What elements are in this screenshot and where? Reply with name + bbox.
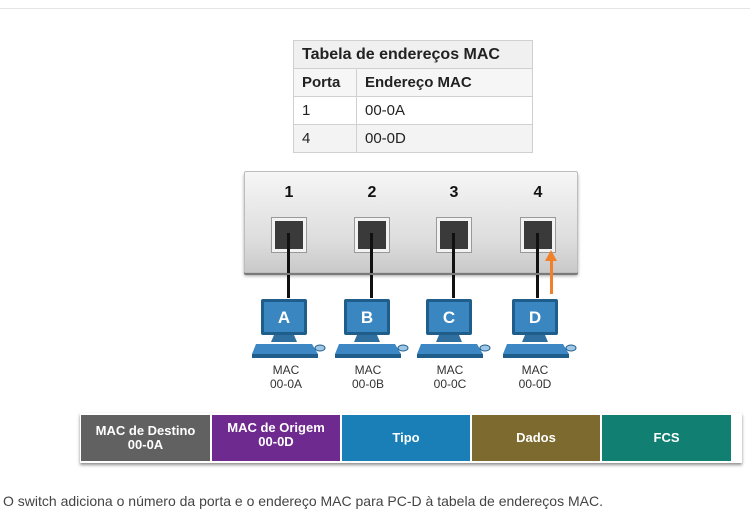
port-number-3: 3 <box>449 184 459 201</box>
computer-icon <box>335 299 409 358</box>
caption: O switch adiciona o número da porta e o … <box>3 493 603 509</box>
mac-value: 00-0D <box>518 377 552 391</box>
frame-field-destination-mac: MAC de Destino 00-0A <box>81 415 210 461</box>
pc-a: A <box>252 296 326 364</box>
cable-port-2-inner <box>370 233 373 273</box>
field-label: FCS <box>653 430 680 445</box>
field-value: 00-0D <box>258 434 294 449</box>
field-label: MAC de Origem <box>227 420 325 435</box>
mac-value: 00-0C <box>433 377 467 391</box>
frame-field-type: Tipo <box>342 415 470 461</box>
mac-value: 00-0B <box>351 377 385 391</box>
pc-letter: D <box>528 308 542 327</box>
field-label: Tipo <box>392 430 420 445</box>
mac-table-row: 4 00-0D <box>293 124 533 153</box>
mac-table-title: Tabela de endereços MAC <box>293 40 533 69</box>
pc-b-mac: MAC 00-0B <box>333 363 403 391</box>
mac-caption: MAC <box>521 363 549 377</box>
mac-table-mac-cell: 00-0D <box>356 124 533 153</box>
top-divider <box>0 8 750 9</box>
mac-address-table: Tabela de endereços MAC Porta Endereço M… <box>293 40 533 153</box>
pc-d-mac: MAC 00-0D <box>500 363 570 391</box>
pc-a-mac: MAC 00-0A <box>251 363 321 391</box>
field-label: Dados <box>516 430 556 445</box>
mac-table-row: 1 00-0A <box>293 96 533 125</box>
switch: 1 2 3 4 <box>244 171 578 273</box>
pc-c-mac: MAC 00-0C <box>415 363 485 391</box>
learning-arrow-shaft <box>550 258 553 294</box>
computer-icon <box>252 299 326 358</box>
cable-port-3-inner <box>452 233 455 273</box>
computer-icon <box>503 299 577 358</box>
ethernet-frame: MAC de Destino 00-0A MAC de Origem 00-0D… <box>80 413 742 463</box>
switch-port-2 <box>354 217 390 253</box>
frame-field-source-mac: MAC de Origem 00-0D <box>212 415 340 461</box>
mac-caption: MAC <box>354 363 382 377</box>
mac-table-header-mac: Endereço MAC <box>356 68 533 97</box>
frame-field-data: Dados <box>472 415 600 461</box>
pc-d: D <box>503 296 577 364</box>
field-value: 00-0A <box>127 437 164 452</box>
learning-arrow-icon <box>545 250 557 261</box>
mac-table-mac-cell: 00-0A <box>356 96 533 125</box>
mac-table-header-port: Porta <box>293 68 357 97</box>
port-number-4: 4 <box>533 184 543 201</box>
cable-port-4-inner <box>536 233 539 273</box>
cable-port-1-inner <box>287 233 290 273</box>
port-number-2: 2 <box>367 184 377 201</box>
pc-letter: A <box>277 308 291 327</box>
port-number-1: 1 <box>284 184 294 201</box>
pc-b: B <box>335 296 409 364</box>
mac-caption: MAC <box>436 363 464 377</box>
mac-value: 00-0A <box>269 377 303 391</box>
mac-table-port-cell: 4 <box>293 124 357 153</box>
pc-c: C <box>417 296 491 364</box>
computer-icon <box>417 299 491 358</box>
pc-letter: B <box>360 308 374 327</box>
frame-field-fcs: FCS <box>602 415 731 461</box>
mac-table-port-cell: 1 <box>293 96 357 125</box>
mac-caption: MAC <box>272 363 300 377</box>
pc-letter: C <box>442 308 456 327</box>
field-label: MAC de Destino <box>95 423 196 438</box>
